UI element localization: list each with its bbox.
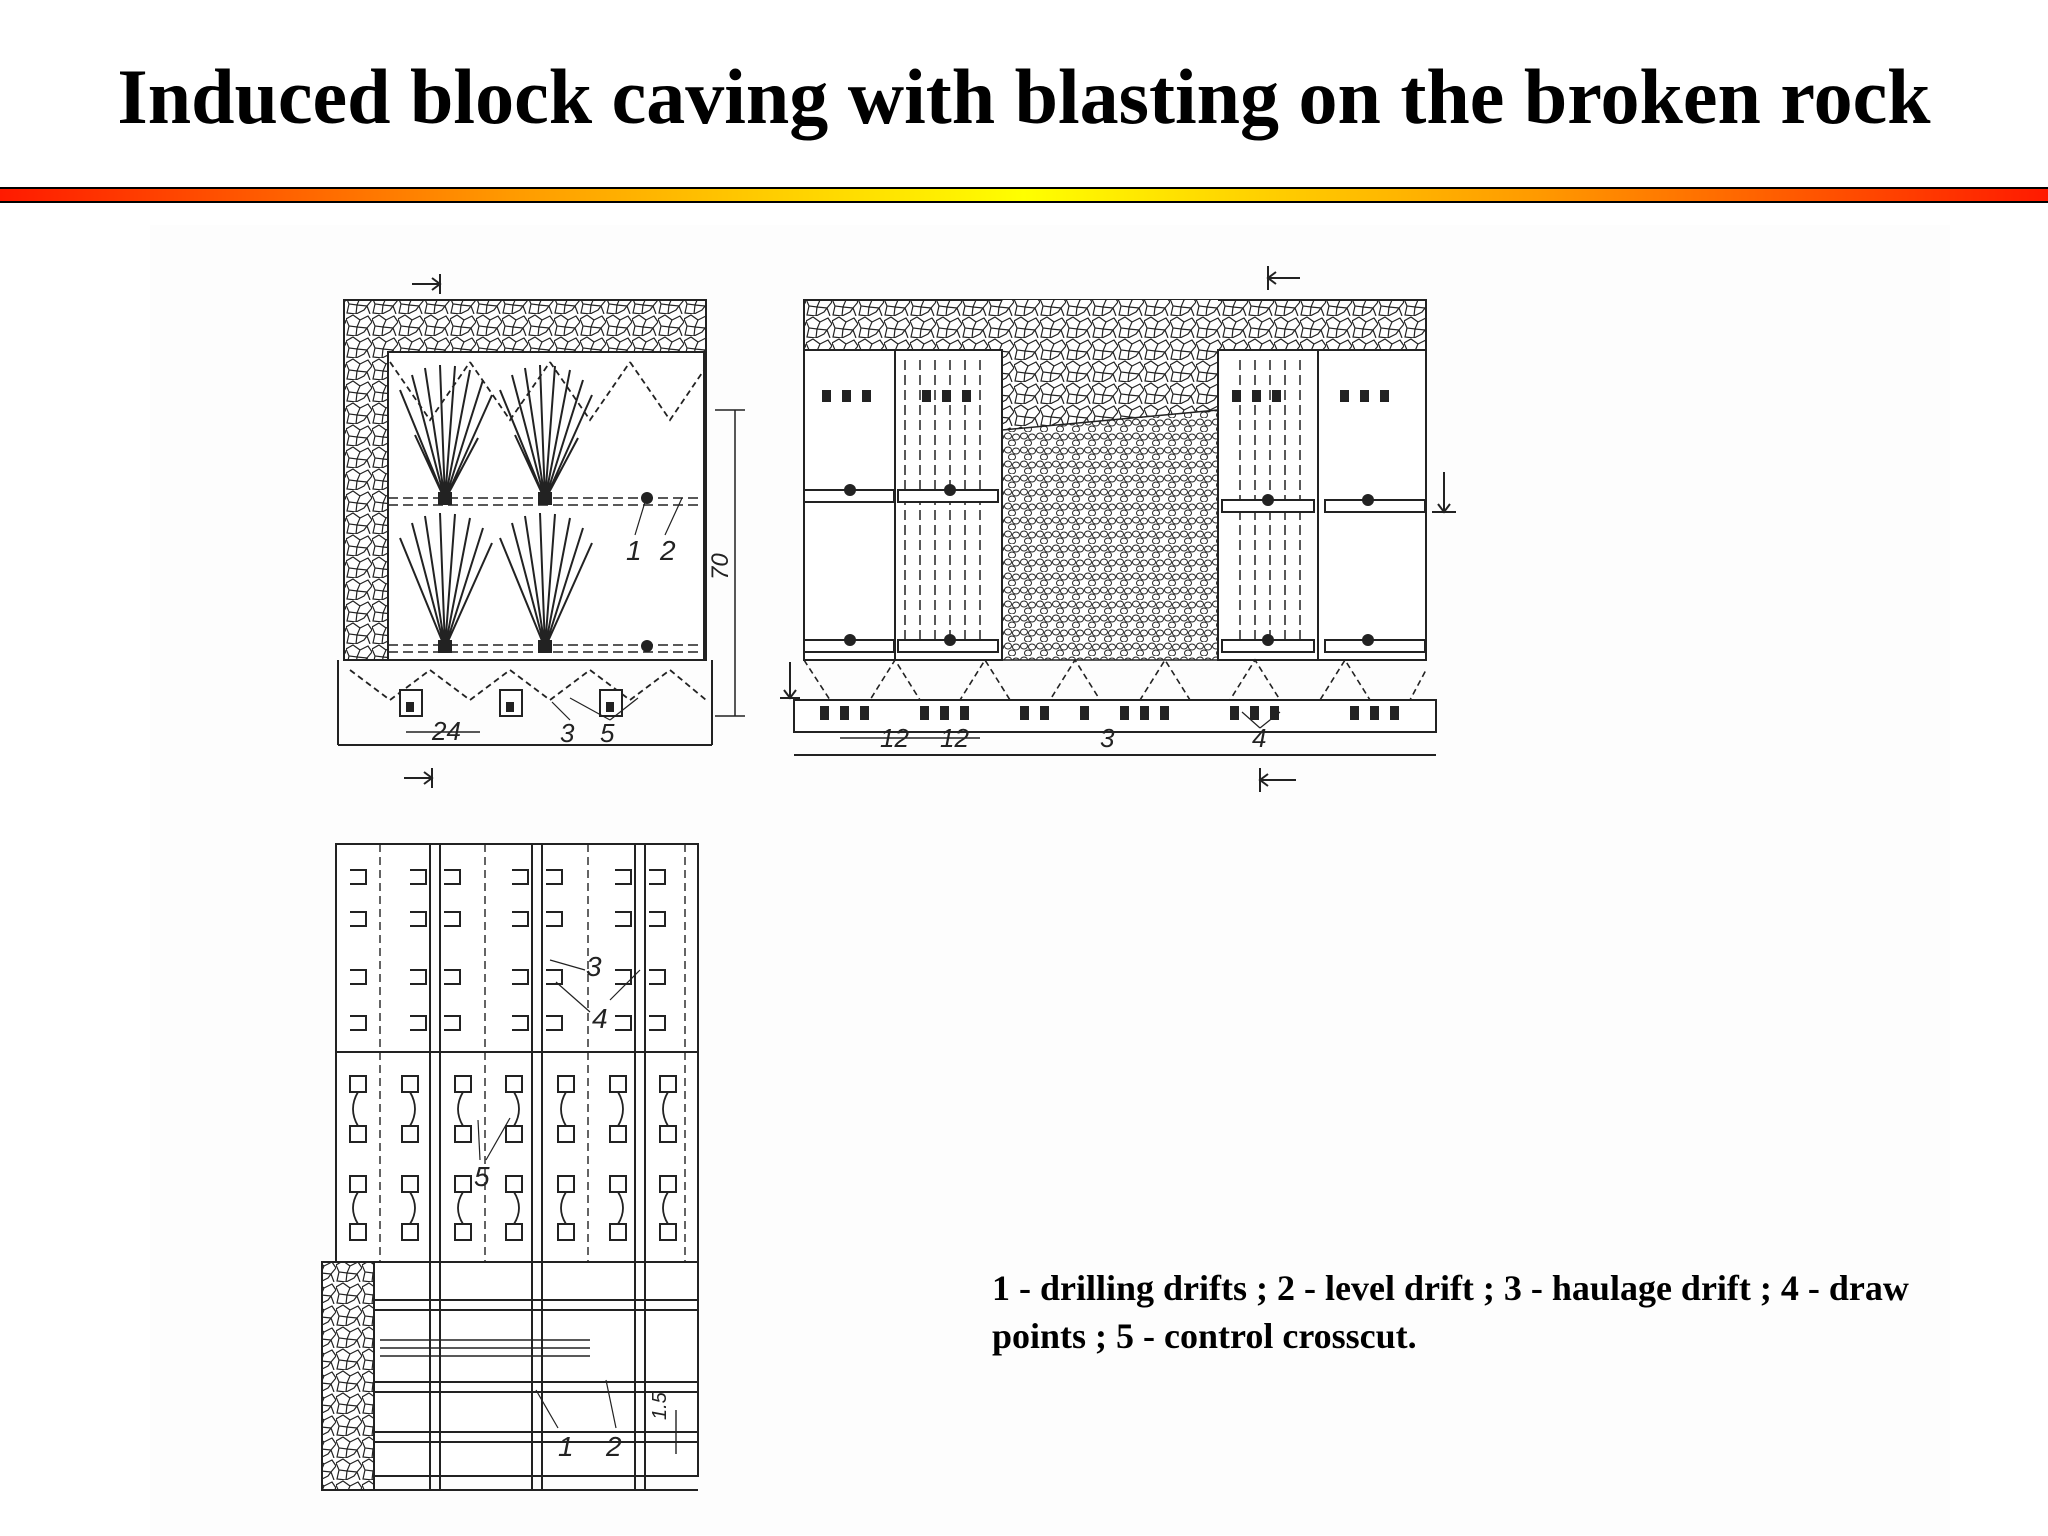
label-1-drilling-drift: 1: [558, 1431, 574, 1462]
slide-title: Induced block caving with blasting on th…: [117, 53, 1931, 140]
label-dim-12a: 12: [880, 723, 909, 753]
label-dim-24: 24: [431, 716, 461, 746]
cross-section-right: 12 12 3 4: [780, 266, 1456, 792]
title-underline-gradient: [0, 187, 2048, 203]
label-5-control-crosscut: 5: [474, 1161, 490, 1192]
label-2-level-drift: 2: [659, 535, 676, 566]
label-3-haulage-drift: 3: [560, 718, 575, 748]
label-dim-1-5: 1.5: [649, 1391, 671, 1420]
label-2-level-drift: 2: [605, 1431, 622, 1462]
label-3-haulage-drift: 3: [586, 951, 602, 982]
label-1-drilling-drift: 1: [626, 535, 642, 566]
label-dim-12b: 12: [940, 723, 969, 753]
label-4-draw-points: 4: [592, 1003, 608, 1034]
label-4-draw-points: 4: [1252, 723, 1266, 753]
plan-view: 3 4 5 1 2 1.5: [321, 843, 699, 1491]
label-3-haulage-drift: 3: [1100, 723, 1115, 753]
legend-text: 1 - drilling drifts ; 2 - level drift ; …: [992, 1268, 1909, 1356]
cross-section-left: 70 24 1 2 3 5: [337, 274, 745, 788]
label-dim-70: 70: [707, 553, 734, 580]
label-5-control-crosscut: 5: [600, 718, 615, 748]
